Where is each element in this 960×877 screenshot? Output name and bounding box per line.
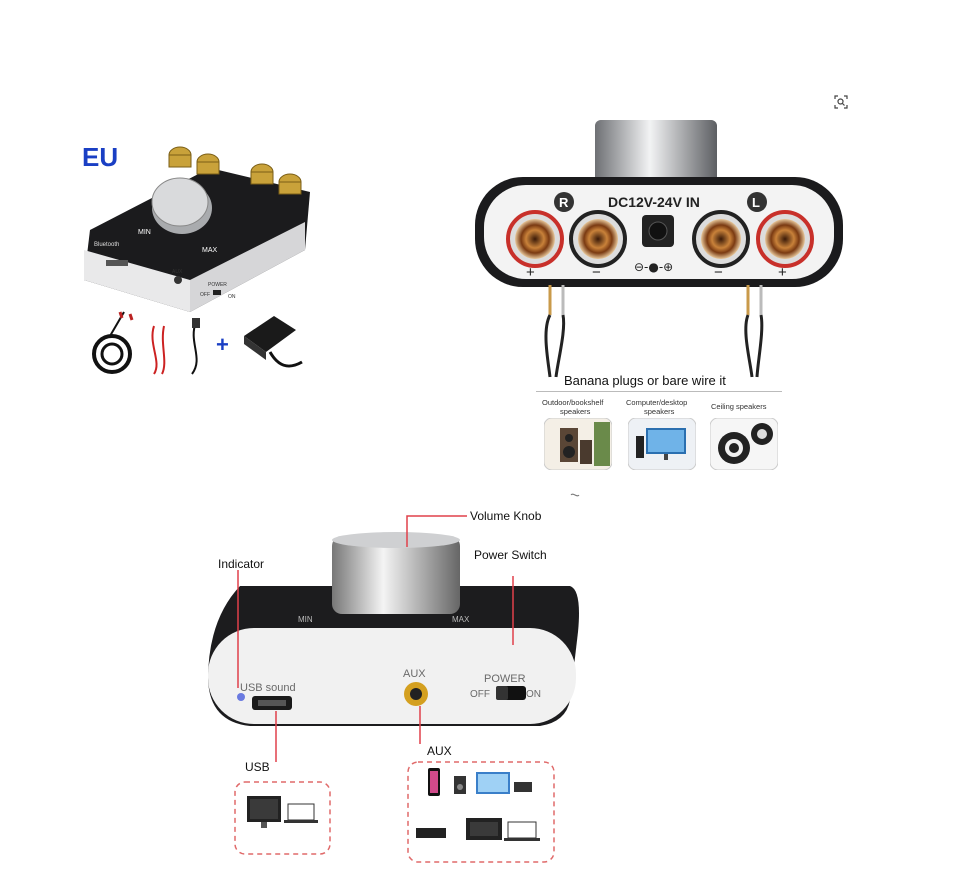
speaker-type-2-line2: speakers — [644, 407, 675, 416]
variant-label: EU — [82, 142, 119, 172]
callout-volume-knob: Volume Knob — [470, 509, 542, 523]
rear-panel-illustration: R L DC12V-24V IN ⊖-●-⊕ + − − + — [475, 120, 843, 378]
power-panel-label: POWER — [484, 673, 526, 685]
ceiling-speakers-image — [710, 418, 778, 470]
polarity-symbol: ⊖-●-⊕ — [634, 260, 673, 274]
spec-label: DC12V-24V IN — [608, 194, 700, 210]
channel-left-label: L — [752, 195, 760, 210]
speaker-types-section: Banana plugs or bare wire it Outdoor/boo… — [536, 370, 782, 474]
knob-max-label: MAX — [202, 247, 218, 254]
brand-label: Bluetooth — [94, 242, 119, 248]
front-panel-diagram: USB sound AUX POWER OFF ON MIN MAX Volum… — [200, 500, 600, 870]
small-decoration-mark — [570, 492, 580, 498]
callout-aux: AUX — [427, 744, 452, 758]
channel-right-label: R — [559, 195, 569, 210]
bookshelf-speakers-image — [544, 418, 612, 470]
callout-usb: USB — [245, 760, 270, 774]
speaker-type-3-line1: Ceiling speakers — [711, 402, 767, 411]
desktop-speakers-image — [628, 418, 696, 470]
max-panel-label: MAX — [452, 615, 470, 624]
speaker-type-1-line1: Outdoor/bookshelf — [542, 398, 604, 407]
callout-indicator: Indicator — [218, 557, 265, 571]
front-off-label: OFF — [200, 292, 210, 298]
front-aux-label: AUX — [172, 269, 183, 275]
speaker-type-2-line1: Computer/desktop — [626, 398, 688, 407]
scan-search-icon[interactable] — [834, 95, 848, 109]
polarity-3: − — [714, 264, 723, 281]
polarity-1: + — [526, 264, 535, 281]
svg-text:+: + — [216, 332, 229, 357]
callout-power-switch: Power Switch — [474, 548, 547, 562]
speaker-type-1-line2: speakers — [560, 407, 591, 416]
caption-divider — [536, 391, 782, 392]
banana-plugs-caption: Banana plugs or bare wire it — [564, 373, 726, 388]
front-panel-illustration: USB sound AUX POWER OFF ON MIN MAX — [208, 515, 579, 863]
front-on-label: ON — [228, 294, 236, 300]
eu-product-photo: EU MIN MAX Bluetooth AUX POWER OFF ON — [70, 130, 320, 380]
polarity-4: + — [778, 264, 787, 281]
min-panel-label: MIN — [298, 615, 313, 624]
off-panel-label: OFF — [470, 689, 490, 700]
aux-panel-label: AUX — [403, 668, 426, 680]
rear-panel-photo: R L DC12V-24V IN ⊖-●-⊕ + − − + — [470, 115, 850, 380]
on-panel-label: ON — [526, 689, 541, 700]
front-power-label: POWER — [208, 282, 227, 288]
usb-devices — [247, 796, 318, 828]
polarity-2: − — [592, 264, 601, 281]
usb-sound-label: USB sound — [240, 682, 296, 694]
aux-devices — [416, 768, 540, 841]
amp-top-illustration: MIN MAX Bluetooth AUX POWER OFF ON + — [84, 146, 310, 375]
accessories-row: + — [92, 311, 303, 375]
knob-min-label: MIN — [138, 229, 151, 236]
